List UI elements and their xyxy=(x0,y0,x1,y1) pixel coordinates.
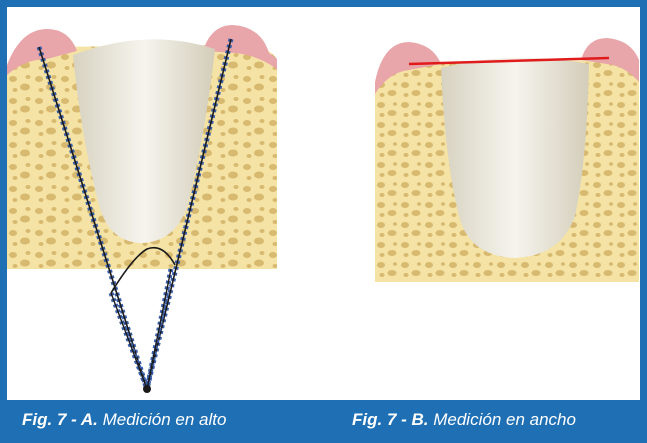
figure-7a-illustration xyxy=(7,7,290,400)
figure-7b-illustration xyxy=(375,20,639,285)
caption-fig-7b-text: Medición en ancho xyxy=(433,410,576,429)
height-measurement-diagram xyxy=(7,7,290,400)
caption-fig-7b-number: Fig. 7 - B. xyxy=(352,410,429,429)
caption-fig-7b: Fig. 7 - B. Medición en ancho xyxy=(352,410,576,430)
width-measurement-diagram xyxy=(375,20,639,285)
caption-fig-7a-number: Fig. 7 - A. xyxy=(22,410,98,429)
caption-fig-7a: Fig. 7 - A. Medición en alto xyxy=(22,410,226,430)
caption-bar: Fig. 7 - A. Medición en alto Fig. 7 - B.… xyxy=(0,400,647,443)
caption-fig-7a-text: Medición en alto xyxy=(103,410,227,429)
